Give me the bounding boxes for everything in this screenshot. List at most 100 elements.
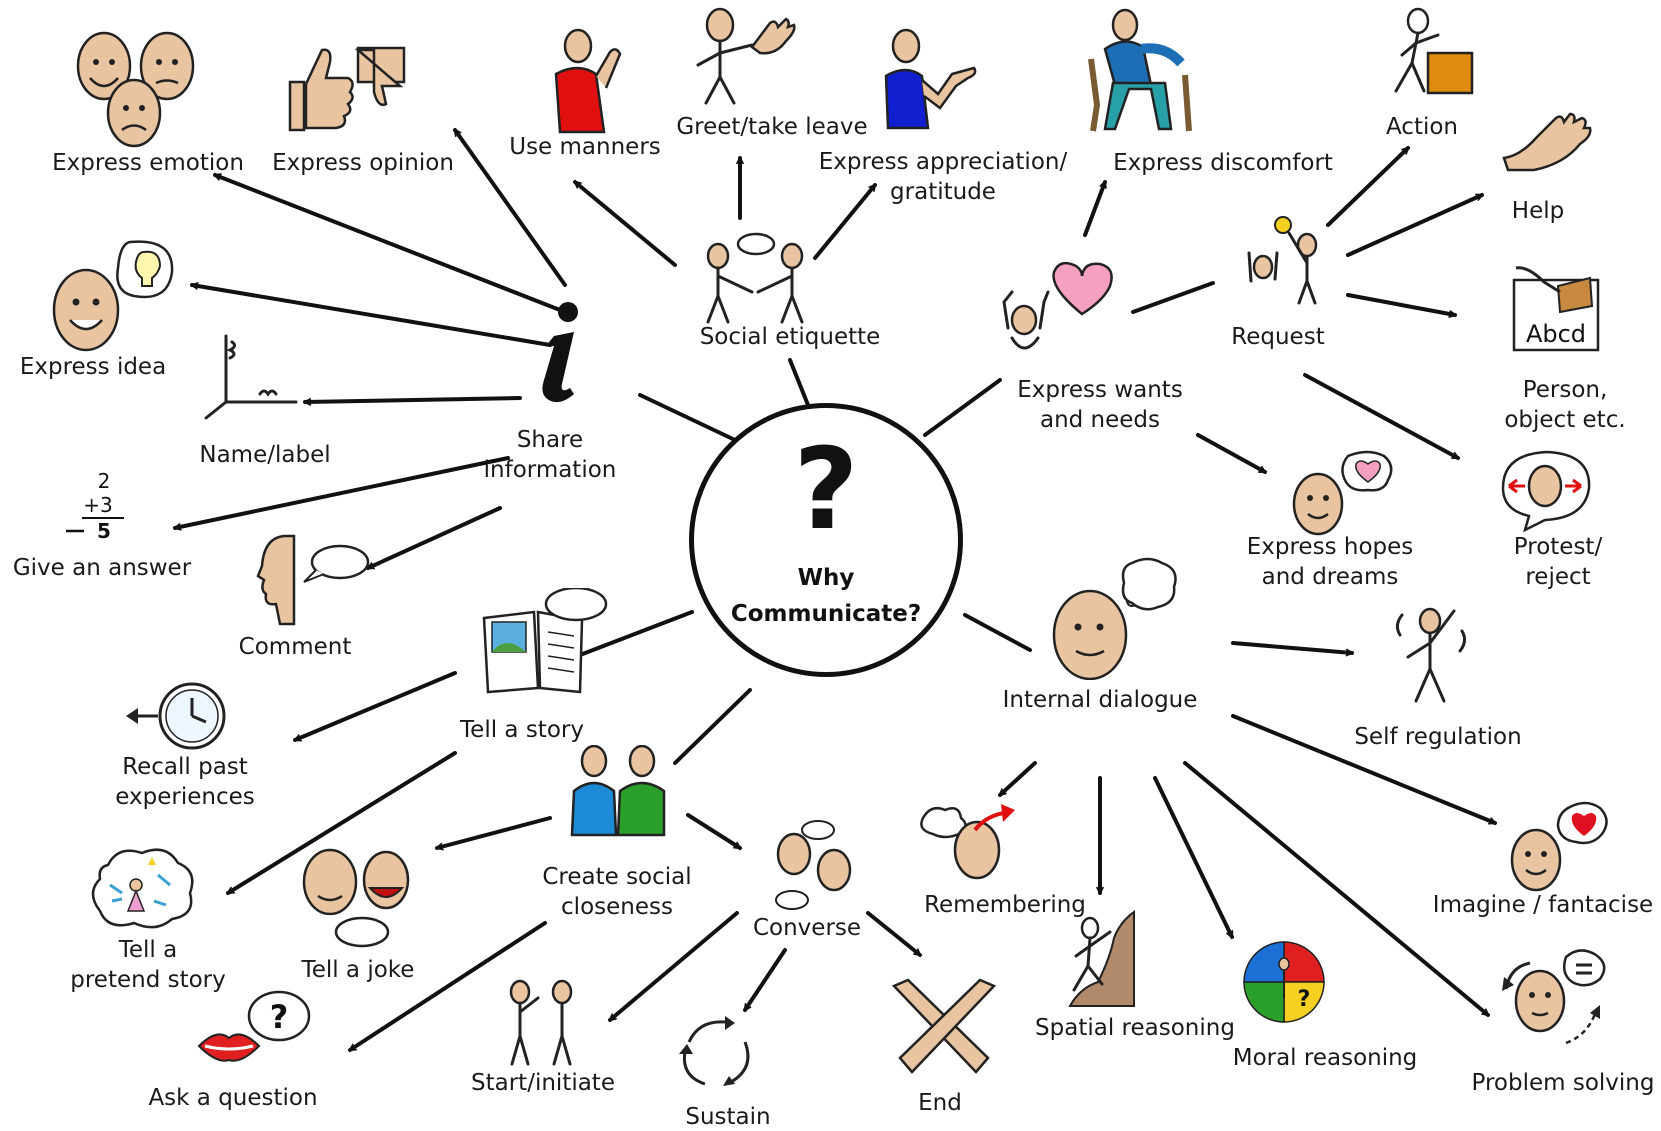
math-mid-text: +3 xyxy=(83,493,112,517)
label-sustain: Sustain xyxy=(685,1102,770,1131)
imagine-heart-icon xyxy=(1510,801,1608,892)
person-line-1: Person, xyxy=(1522,377,1608,403)
cycle-arrows-icon xyxy=(679,1016,750,1086)
label-protest: Protest/reject xyxy=(1514,532,1602,592)
action-line-1: Action xyxy=(1385,114,1459,140)
box-card-icon: Abcd xyxy=(1512,266,1600,352)
moral-line-1: Moral reasoning xyxy=(1232,1045,1418,1071)
arrow-start xyxy=(608,911,739,1022)
arrow-opinion xyxy=(453,130,567,287)
lightbulb-face-icon xyxy=(52,240,174,352)
hub-wants-line-2: and needs xyxy=(1039,407,1161,433)
moral-wheel-icon: ? xyxy=(1243,941,1325,1023)
arrow-appreciation xyxy=(813,183,877,260)
arrow-manners xyxy=(573,180,677,267)
answer-line-1: Give an answer xyxy=(12,555,192,581)
arrow-joke xyxy=(437,816,552,848)
heart-person-icon xyxy=(1002,261,1113,350)
imagine-line-1: Imagine / fantacise xyxy=(1432,892,1654,918)
math-sum-icon: 2 +3 5 xyxy=(66,469,124,540)
face-heart-thought-icon xyxy=(1292,450,1393,536)
label-appreciation: Express appreciation/gratitude xyxy=(819,147,1067,207)
spoke-etiquette xyxy=(788,358,810,407)
label-express-idea: Express idea xyxy=(20,352,166,382)
recall-line-1: Recall past xyxy=(122,754,248,780)
math-top-text: 2 xyxy=(98,469,111,493)
speaking-face-icon xyxy=(256,534,370,626)
label-comment: Comment xyxy=(239,632,352,662)
recall-line-2: experiences xyxy=(115,784,255,810)
comment-line-1: Comment xyxy=(238,634,352,660)
hopes-line-1: Express hopes xyxy=(1246,534,1414,560)
protest-line-1: Protest/ xyxy=(1513,534,1603,560)
label-moral: Moral reasoning xyxy=(1233,1043,1418,1073)
label-use-manners: Use manners xyxy=(509,132,661,162)
label-start: Start/initiate xyxy=(471,1068,615,1098)
spoke-share xyxy=(638,393,737,442)
arrow-idea xyxy=(190,285,552,347)
self-reg-line-1: Self regulation xyxy=(1354,724,1522,750)
two-people-icon xyxy=(570,745,666,837)
label-tell-joke: Tell a joke xyxy=(302,955,415,985)
hub-social-etiquette: Social etiquette xyxy=(700,322,881,352)
arrow-converse xyxy=(686,813,740,850)
climber-icon xyxy=(1068,910,1135,1007)
sitting-people-icon xyxy=(1088,8,1192,132)
lips-question-icon: ? xyxy=(197,990,311,1062)
laughing-faces-icon xyxy=(302,848,410,948)
center-title-line-1: Why xyxy=(797,565,855,591)
thought-cloud-icon xyxy=(91,848,194,929)
hub-internal-line-1: Internal dialogue xyxy=(1002,687,1198,713)
hand-icon xyxy=(1502,112,1592,172)
label-ask-question: Ask a question xyxy=(148,1083,317,1113)
moral-question-glyph: ? xyxy=(1298,987,1311,1012)
manners-line-1: Use manners xyxy=(509,134,661,160)
problem-line-1: Problem solving xyxy=(1471,1070,1655,1096)
end-line-1: End xyxy=(918,1090,962,1116)
thinking-face-icon xyxy=(1052,557,1177,680)
action-box-icon xyxy=(1394,7,1474,95)
label-problem-solving: Problem solving xyxy=(1472,1068,1655,1098)
spoke-story xyxy=(578,610,694,657)
arrow-help xyxy=(1346,193,1482,257)
question-line-1: Ask a question xyxy=(148,1085,318,1111)
spoke-closeness xyxy=(673,688,752,765)
greet-line-1: Greet/take leave xyxy=(676,114,868,140)
thumbs-icon xyxy=(288,46,406,132)
hub-share-line-1: Share xyxy=(516,427,584,453)
waving-person-icon xyxy=(696,7,796,105)
idea-line-1: Express idea xyxy=(19,354,167,380)
protest-line-2: reject xyxy=(1525,564,1591,590)
spoke-request xyxy=(1131,281,1215,314)
book-speech-icon xyxy=(482,588,608,694)
arrow-emotion xyxy=(215,173,567,314)
arrow-name xyxy=(303,396,522,402)
axes-icon xyxy=(204,334,298,420)
opinion-line-1: Express opinion xyxy=(272,150,454,176)
emotion-line-1: Express emotion xyxy=(52,150,244,176)
hub-closeness-line-2: closeness xyxy=(561,894,673,920)
label-give-answer: Give an answer xyxy=(13,553,191,583)
arrow-moral xyxy=(1153,776,1234,937)
handshake-icon xyxy=(706,232,804,324)
arrow-problem xyxy=(1183,761,1490,1017)
arrow-imagine xyxy=(1231,714,1495,825)
spatial-line-1: Spatial reasoning xyxy=(1035,1015,1235,1041)
face-arrows-icon xyxy=(1501,450,1591,532)
person-line-2: object etc. xyxy=(1504,407,1626,433)
remembering-line-1: Remembering xyxy=(924,892,1086,918)
arrow-protest xyxy=(1303,373,1458,460)
arrow-end xyxy=(866,911,922,957)
hub-share-line-2: information xyxy=(483,457,617,483)
label-self-regulation: Self regulation xyxy=(1354,722,1521,752)
label-express-opinion: Express opinion xyxy=(272,148,454,178)
hub-share-information: Share information xyxy=(484,425,617,485)
hub-converse-line-1: Converse xyxy=(752,915,862,941)
label-discomfort: Express discomfort xyxy=(1113,148,1333,178)
arrow-sustain xyxy=(743,948,787,1010)
information-i-icon xyxy=(542,302,578,403)
